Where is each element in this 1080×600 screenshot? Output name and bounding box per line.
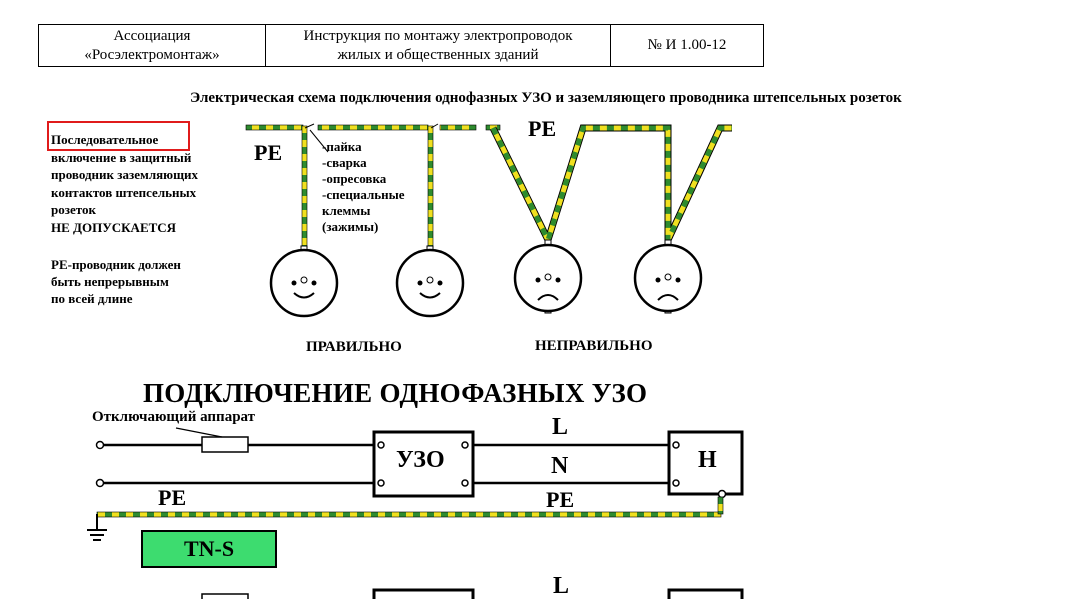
note-line: Последовательное xyxy=(51,132,159,147)
pe-note-line: РЕ-проводник должен xyxy=(51,257,181,272)
label-wrong: НЕПРАВИЛЬНО xyxy=(535,338,653,354)
tns-badge: TN-S xyxy=(141,530,277,568)
socket-wrong-2 xyxy=(633,239,703,314)
load-label: Н xyxy=(698,447,717,473)
doc-line2: жилых и общественных зданий xyxy=(337,46,539,63)
warning-note: Последовательное включение в защитный пр… xyxy=(51,131,251,236)
rcd-label: УЗО xyxy=(396,447,445,473)
socket-wrong-1 xyxy=(513,239,583,314)
breaker-label: Отключающий аппарат xyxy=(92,409,256,425)
doc-title-cell: Инструкция по монтажу электропроводок жил… xyxy=(266,25,611,66)
pe-label-correct: РЕ xyxy=(254,140,283,165)
org-cell: Ассоциация «Росэлектромонтаж» xyxy=(39,25,266,66)
pe-label-mid: РЕ xyxy=(546,487,575,512)
note-line: проводник заземляющих xyxy=(51,167,199,182)
pe-bus-wrong xyxy=(485,124,732,250)
doc-number-cell: № И 1.00-12 xyxy=(647,37,727,53)
pe-note-line: по всей длине xyxy=(51,291,133,306)
method-line: (зажимы) xyxy=(322,219,379,234)
socket-correct-1 xyxy=(269,245,339,318)
highlight-box xyxy=(47,121,190,151)
note-line: включение в защитный xyxy=(51,149,192,165)
method-line: -опресовка xyxy=(322,171,387,186)
rcd-circuit xyxy=(87,427,744,599)
doc-line1: Инструкция по монтажу электропроводок xyxy=(303,27,573,44)
line-n-label: N xyxy=(551,453,569,479)
note-line: розеток xyxy=(51,202,96,217)
pe-label-wrong: РЕ xyxy=(528,116,557,141)
line-l-label: L xyxy=(552,414,569,440)
doc-header-table: Ассоциация «Росэлектромонтаж» Инструкция … xyxy=(38,24,764,67)
method-line: -пайка xyxy=(322,139,362,154)
note-line: контактов штепсельных xyxy=(51,184,197,200)
method-line: -специальные xyxy=(322,187,405,202)
connection-methods: -пайка -сварка -опресовка -специальные к… xyxy=(322,139,405,235)
org-line2: «Росэлектромонтаж» xyxy=(84,46,220,63)
pe-label-left: РЕ xyxy=(158,485,187,510)
line-l-label-2: L xyxy=(553,573,570,599)
org-line1: Ассоциация xyxy=(113,27,191,44)
socket-correct-2 xyxy=(395,245,465,318)
method-line: -сварка xyxy=(322,155,367,170)
pe-note: РЕ-проводник должен быть непрерывным по … xyxy=(51,256,181,307)
method-line: клеммы xyxy=(322,203,371,218)
page-title: Электрическая схема подключения однофазн… xyxy=(190,90,902,106)
label-correct: ПРАВИЛЬНО xyxy=(306,339,402,355)
pe-note-line: быть непрерывным xyxy=(51,274,169,289)
note-line: НЕ ДОПУСКАЕТСЯ xyxy=(51,219,177,235)
section-title: ПОДКЛЮЧЕНИЕ ОДНОФАЗНЫХ УЗО xyxy=(143,378,648,408)
